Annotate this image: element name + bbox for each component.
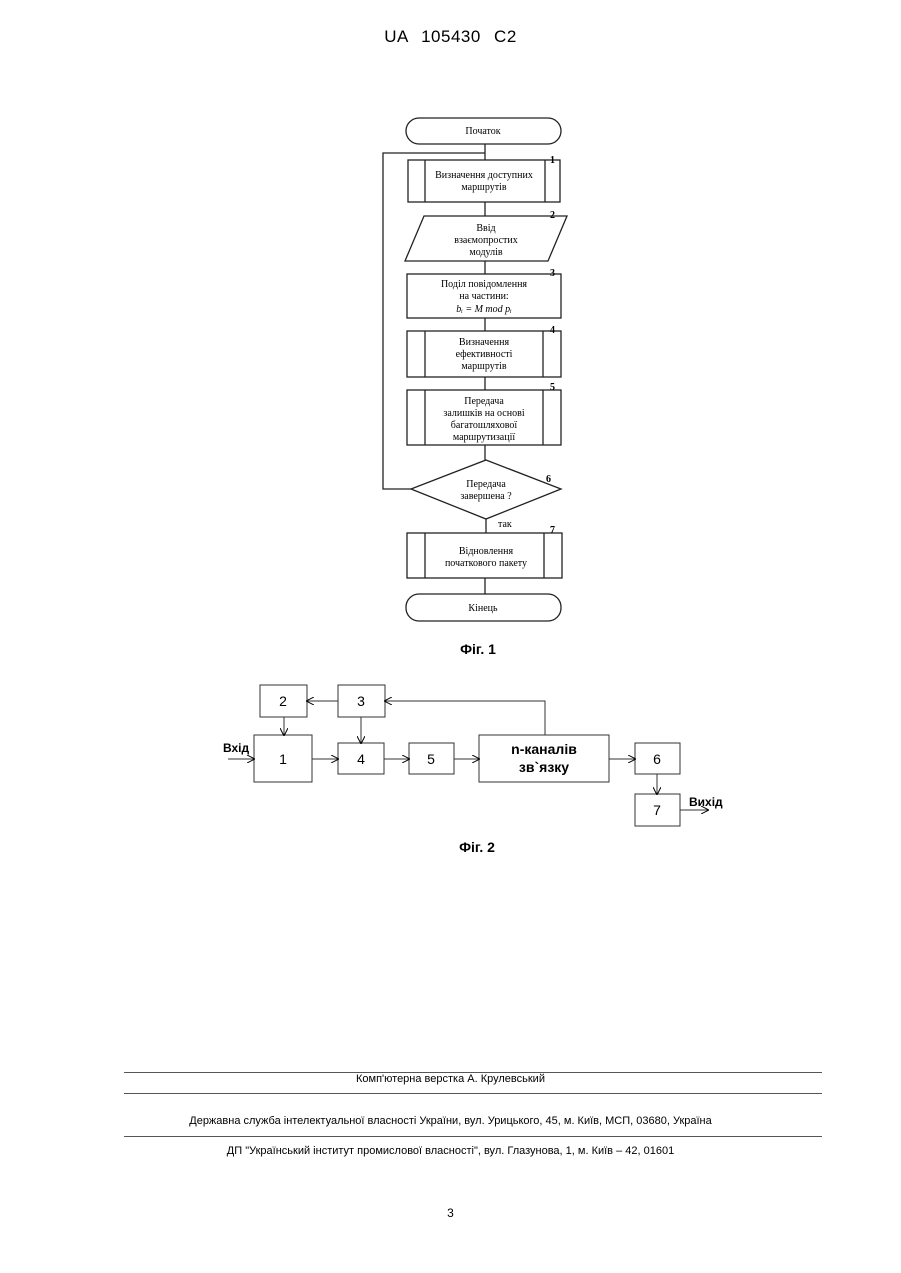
block-2-label: 2: [279, 693, 287, 709]
block-7-label: 7: [653, 802, 661, 818]
flow-step-5-line-2: залишків на основі: [443, 408, 524, 419]
flow-step-5-line-1: Передача: [464, 396, 504, 407]
flow-step-2-number: 2: [550, 210, 555, 221]
flow-yes-label: так: [498, 519, 512, 530]
figure-1-labels: Початок Визначення доступних маршрутів 1…: [435, 126, 555, 614]
block-3-label: 3: [357, 693, 365, 709]
block-channels-line-2: зв`язку: [519, 759, 569, 775]
flow-end-label: Кінець: [468, 603, 498, 614]
footer-layout-credit: Комп'ютерна верстка А. Крулевський: [0, 1073, 901, 1085]
flow-step-3-line-3: bᵢ = M mod pᵢ: [456, 304, 512, 315]
flow-step-2-line-2: взаємопростих: [454, 235, 518, 246]
flow-step-2-line-1: Ввід: [476, 223, 495, 234]
page-number: 3: [0, 1206, 901, 1220]
figure-2-labels: 1 2 3 4 5 n-каналів зв`язку 6 7 Вхід Вих…: [223, 693, 723, 818]
flow-step-1-line-1: Визначення доступних: [435, 170, 533, 181]
flow-step-4-line-2: ефективності: [456, 349, 513, 360]
input-label: Вхід: [223, 741, 250, 755]
flow-step-3-line-2: на частини:: [459, 291, 508, 302]
block-6-label: 6: [653, 751, 661, 767]
flow-step-4-line-1: Визначення: [459, 337, 510, 348]
footer-rule-middle: [124, 1093, 822, 1094]
block-channels-line-1: n-каналів: [511, 741, 577, 757]
flow-step-5-number: 5: [550, 382, 555, 393]
block-4-label: 4: [357, 751, 365, 767]
footer-institute: ДП "Український інститут промислової вла…: [0, 1145, 901, 1157]
arrow-channels-to-3: [385, 701, 545, 735]
flow-start-label: Початок: [465, 126, 500, 137]
footer-rule-bottom: [124, 1136, 822, 1137]
flow-step-6-line-2: завершена ?: [460, 491, 512, 502]
flow-step-3-line-1: Поділ повідомлення: [441, 279, 527, 290]
flow-step-1-line-2: маршрутів: [461, 182, 506, 193]
flow-step-6-number: 6: [546, 474, 551, 485]
flow-step-2-line-3: модулів: [469, 247, 502, 258]
figure-2-caption: Фіг. 2: [459, 839, 495, 855]
flow-step-7-number: 7: [550, 525, 555, 536]
output-label: Вихід: [689, 795, 723, 809]
flow-step-7-line-2: початкового пакету: [445, 558, 527, 569]
figure-2-diagram: [228, 685, 708, 826]
flow-step-1-box: [408, 160, 560, 202]
flow-step-1-number: 1: [550, 155, 555, 166]
flow-step-5-line-4: маршрутизації: [453, 432, 516, 443]
flow-step-7-line-1: Відновлення: [459, 546, 514, 557]
block-1-label: 1: [279, 751, 287, 767]
flow-step-4-number: 4: [550, 325, 555, 336]
figure-1-caption: Фіг. 1: [460, 641, 496, 657]
flow-step-3-number: 3: [550, 268, 555, 279]
block-5-label: 5: [427, 751, 435, 767]
flow-step-6-line-1: Передача: [466, 479, 506, 490]
footer-agency: Державна служба інтелектуальної власност…: [0, 1115, 901, 1127]
flow-step-4-line-3: маршрутів: [461, 361, 506, 372]
flow-step-5-line-3: багатошляхової: [451, 420, 518, 431]
